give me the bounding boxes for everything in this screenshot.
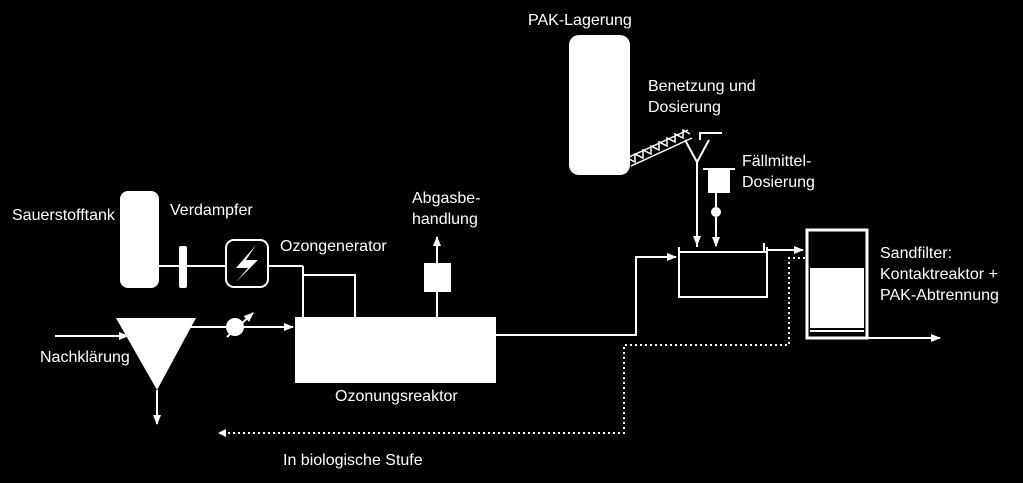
label-return-biology: In biologische Stufe xyxy=(283,452,423,469)
ozonation-reactor xyxy=(295,317,496,383)
precipitant-tank xyxy=(708,169,730,193)
label-sandfilter-line2: Kontaktreaktor + xyxy=(880,266,998,283)
label-ozonation-reactor: Ozonungsreaktor xyxy=(335,388,458,405)
secondary-clarifier xyxy=(116,318,196,390)
pump-icon xyxy=(226,318,244,336)
contact-tank xyxy=(678,243,768,298)
screw-conveyor-icon xyxy=(626,128,693,167)
label-precipitant: Fällmittel- Dosierung xyxy=(742,151,815,193)
label-oxygen-tank: Sauerstofftank xyxy=(12,207,115,224)
label-sandfilter-line3: PAK-Abtrennung xyxy=(880,287,999,304)
label-precipitant-line1: Fällmittel- xyxy=(742,153,812,170)
label-sandfilter-line1: Sandfilter: xyxy=(880,245,953,262)
label-ozone-generator: Ozongenerator xyxy=(280,238,387,255)
label-wetting-line2: Dosierung xyxy=(648,99,721,116)
vaporizer xyxy=(179,246,187,288)
label-offgas-line1: Abgasbe- xyxy=(412,190,481,207)
label-precipitant-line2: Dosierung xyxy=(742,174,815,191)
ozone-generator xyxy=(225,239,269,288)
label-wetting: Benetzung und Dosierung xyxy=(648,76,756,118)
return-line xyxy=(220,257,805,434)
oxygen-tank xyxy=(120,191,159,288)
lightning-bolt-icon xyxy=(236,245,258,282)
label-sandfilter: Sandfilter: Kontaktreaktor + PAK-Abtrenn… xyxy=(880,243,999,306)
label-secondary-clarifier: Nachklärung xyxy=(40,349,130,366)
offgas-treatment xyxy=(424,263,451,292)
label-vaporizer: Verdampfer xyxy=(170,202,253,219)
label-pak-storage: PAK-Lagerung xyxy=(528,12,632,29)
pak-storage-silo xyxy=(569,35,630,175)
label-offgas: Abgasbe- handlung xyxy=(412,188,481,230)
label-offgas-line2: handlung xyxy=(412,211,478,228)
label-wetting-line1: Benetzung und xyxy=(648,78,756,95)
sand-filter xyxy=(805,228,869,340)
dosing-pump-icon xyxy=(711,207,721,217)
